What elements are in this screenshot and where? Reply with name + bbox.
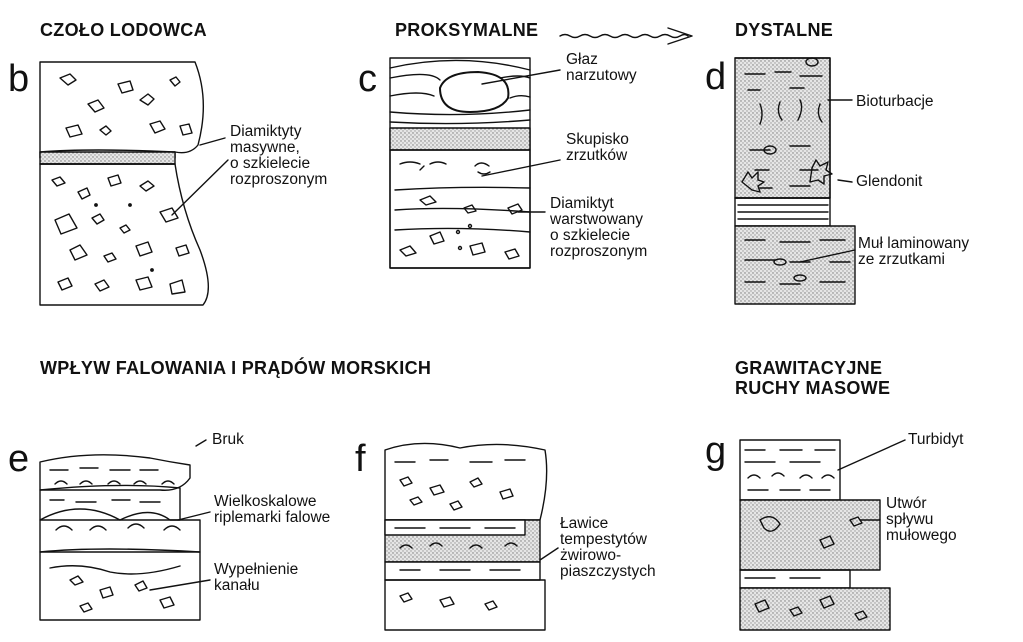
heading-czolo-lodowca: CZOŁO LODOWCA	[40, 20, 207, 41]
panel-letter-e: e	[8, 440, 29, 478]
heading-proksymalne: PROKSYMALNE	[395, 20, 538, 41]
label-mul-laminowany: Muł laminowany ze zrzutkami	[858, 236, 969, 268]
label-lawice-tempestytow: Ławice tempestytów żwirowo- piaszczystyc…	[560, 516, 656, 580]
label-wielkoskalowe-riplemarki: Wielkoskalowe riplemarki falowe	[214, 494, 330, 526]
label-skupisko-zrzutkow: Skupisko zrzutków	[566, 132, 629, 164]
log-g	[740, 440, 905, 630]
label-utwor-splywu: Utwór spływu mułowego	[886, 496, 957, 544]
panel-letter-b: b	[8, 60, 29, 98]
label-diamiktyt-warstwowany: Diamiktyt warstwowany o szkielecie rozpr…	[550, 196, 647, 260]
log-b	[40, 62, 228, 305]
heading-grawitacyjne-ruchy: GRAWITACYJNE RUCHY MASOWE	[735, 358, 890, 398]
panel-letter-c: c	[358, 60, 377, 98]
label-wypelnienie-kanalu: Wypełnienie kanału	[214, 562, 298, 594]
label-bruk: Bruk	[212, 432, 244, 448]
panel-letter-f: f	[355, 440, 366, 478]
panel-letter-g: g	[705, 432, 726, 470]
log-c	[390, 58, 560, 268]
label-diamiktyty-masywne: Diamiktyty masywne, o szkielecie rozpros…	[230, 124, 327, 188]
heading-wplyw-falowania: WPŁYW FALOWANIA I PRĄDÓW MORSKICH	[40, 358, 431, 379]
label-turbidyt: Turbidyt	[908, 432, 963, 448]
log-e	[40, 440, 210, 620]
heading-dystalne: DYSTALNE	[735, 20, 833, 41]
proximal-distal-arrow	[560, 28, 692, 44]
label-glendonit: Glendonit	[856, 174, 922, 190]
label-bioturbacje: Bioturbacje	[856, 94, 934, 110]
label-glaz-narzutowy: Głaz narzutowy	[566, 52, 637, 84]
panel-letter-d: d	[705, 58, 726, 96]
log-d	[735, 58, 855, 304]
log-f	[385, 443, 558, 630]
